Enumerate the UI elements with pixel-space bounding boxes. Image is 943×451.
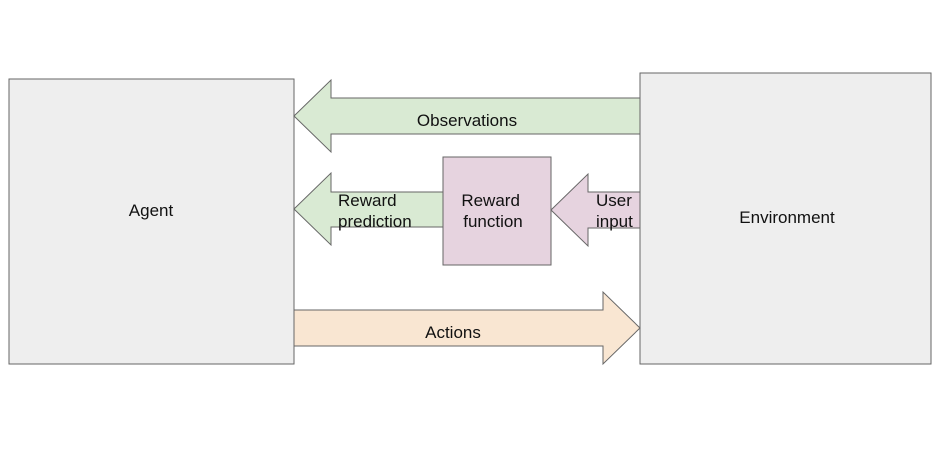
user-input-arrow: User input [550,172,641,248]
environment-node: Environment [639,72,932,365]
reward-prediction-label-line-2: prediction [338,212,412,231]
agent-box [8,78,295,365]
agent-node: Agent [8,78,295,365]
user-input-label-line-1: User [596,191,632,210]
reward-prediction-label-line-1: Reward [338,191,397,210]
agent-label: Agent [129,201,174,220]
user-input-label-line-2: input [596,212,633,231]
reward-prediction-arrow-shape [293,171,444,247]
reward-function-node: Reward function [442,156,552,266]
actions-arrow-shape [293,290,641,366]
user-input-arrow-shape [550,172,641,248]
reward-function-label: Reward function [461,191,524,231]
observations-arrow-shape [293,78,641,154]
environment-box [639,72,932,365]
observations-arrow: Observations [293,78,641,154]
actions-arrow: Actions [293,290,641,366]
reward-prediction-label: Reward prediction [338,191,412,231]
user-input-label: User input [596,191,637,231]
actions-label: Actions [425,323,481,342]
reward-function-box [442,156,552,266]
observations-label: Observations [417,111,517,130]
reward-function-label-line-1: Reward [461,191,520,210]
environment-label: Environment [739,208,835,227]
reward-function-label-line-2: function [463,212,523,231]
reward-prediction-arrow: Reward prediction [293,171,444,247]
